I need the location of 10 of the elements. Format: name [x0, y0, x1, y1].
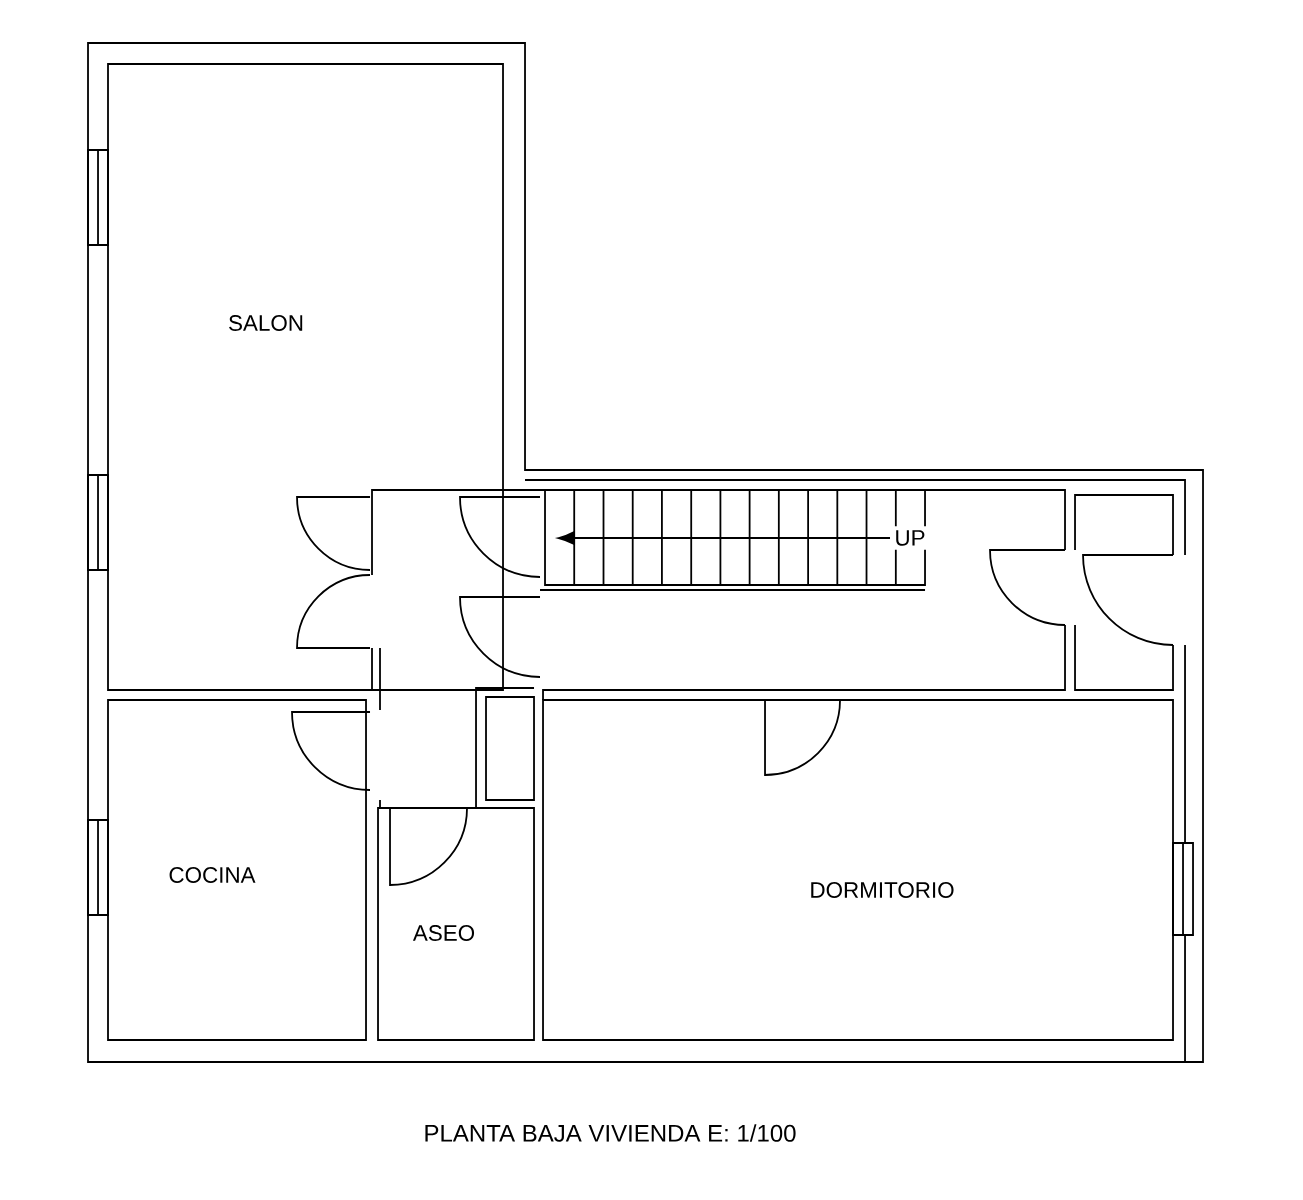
room-outline	[377, 807, 535, 1041]
room-label: SALON	[229, 315, 303, 331]
room-outline	[542, 699, 1174, 1041]
room-label: DORMITORIO	[811, 882, 954, 898]
room-label: COCINA	[169, 867, 256, 883]
stair-label: UP	[890, 526, 930, 550]
room-outline	[107, 63, 504, 691]
room-outline	[107, 699, 367, 1041]
caption: PLANTA BAJA VIVIENDA E: 1/100	[425, 1124, 796, 1142]
room-label: ASEO	[412, 925, 475, 941]
